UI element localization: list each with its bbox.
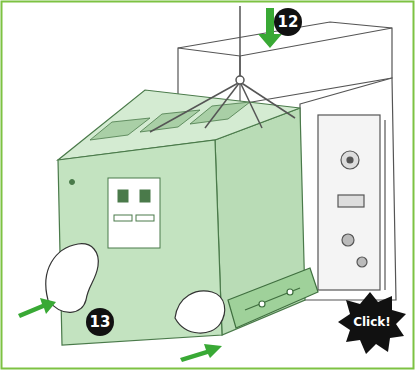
extension-rail: [228, 268, 318, 328]
action-label: Click!: [353, 316, 391, 328]
breaker-controls: [70, 178, 161, 248]
callout-number: 13: [90, 315, 111, 330]
lifting-sling: [150, 6, 295, 132]
callout-number: 12: [278, 15, 299, 30]
callout-disc: [274, 8, 302, 36]
push-arrow: [18, 8, 282, 362]
click-starburst: [338, 292, 406, 354]
callout-disc: [86, 308, 114, 336]
hand: [46, 244, 225, 333]
